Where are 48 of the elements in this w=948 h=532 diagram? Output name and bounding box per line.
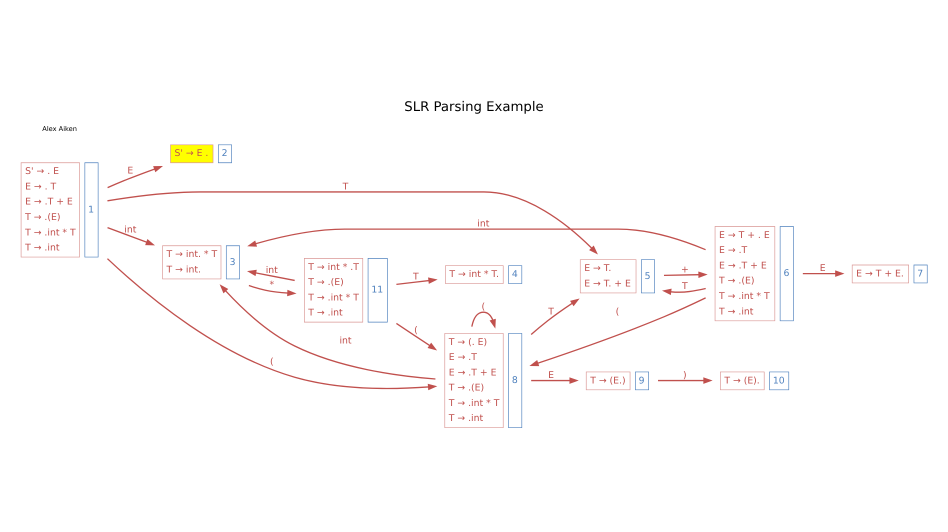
edge-label: E: [548, 370, 554, 382]
edge-label: ): [683, 370, 687, 382]
arrow: [802, 270, 844, 277]
arrow: [220, 284, 436, 380]
edge-label: int: [124, 224, 136, 236]
edge-label: (: [270, 356, 274, 368]
node-label: 8: [512, 375, 518, 386]
arrow: [248, 284, 297, 296]
arrow: [396, 322, 438, 350]
node-label: 9: [638, 375, 645, 386]
edge-label: (: [481, 302, 486, 313]
diagram-title: SLR Parsing Example: [404, 100, 544, 115]
arrow: [107, 166, 163, 188]
node-label: 5: [644, 270, 651, 282]
arrow: [530, 298, 580, 336]
edge-label: T: [413, 272, 419, 283]
node-label: 2: [222, 148, 228, 160]
node-label: 4: [512, 269, 518, 280]
edge-label: (: [616, 306, 620, 318]
edge-label: +: [680, 264, 689, 276]
node-label: 3: [230, 256, 236, 268]
edge-label: int: [266, 265, 278, 276]
edge-label: T: [548, 306, 554, 318]
node-label: 11: [371, 284, 384, 296]
edge-label: T: [682, 281, 688, 292]
edge-label: E: [127, 165, 134, 176]
node-label: 1: [88, 204, 94, 216]
arrow: [471, 311, 496, 329]
arrow: [664, 271, 708, 278]
arrow: [107, 191, 598, 254]
edge-label: E: [820, 263, 826, 274]
edge-label: int: [477, 218, 490, 230]
arrow: [529, 297, 706, 366]
arrow: [531, 377, 579, 384]
arrow: [247, 270, 295, 282]
edge-label: *: [269, 280, 274, 291]
arrow: [396, 277, 438, 286]
node-label: 7: [917, 268, 924, 280]
arrow: [247, 228, 706, 250]
edge-label: (: [414, 324, 418, 336]
arrow: [658, 377, 713, 384]
arrow: [107, 226, 155, 246]
node-label: 10: [772, 375, 785, 386]
arrow: [107, 258, 438, 390]
node-label: 6: [783, 268, 790, 280]
edge-label: T: [342, 181, 348, 192]
arrow: [662, 288, 706, 296]
edge-label: int: [339, 336, 352, 346]
